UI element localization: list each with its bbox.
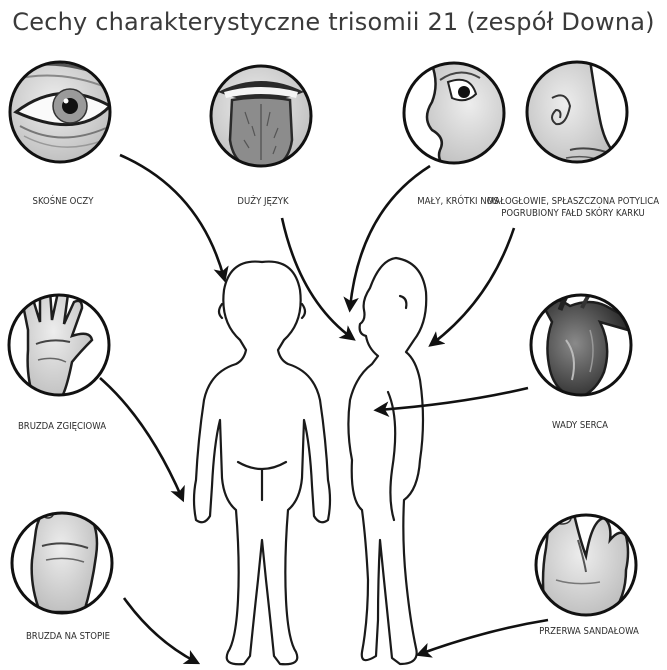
tongue-icon xyxy=(211,66,311,170)
label-sole: BRUZDA NA STOPIE xyxy=(8,631,128,643)
arrow-head xyxy=(432,228,514,344)
hand-icon xyxy=(9,286,109,400)
child-side-figure xyxy=(348,258,426,664)
arrow-eyes xyxy=(120,155,224,278)
label-eyes: SKOŚNE OCZY xyxy=(8,196,118,208)
label-heart: WADY SERCA xyxy=(530,420,630,432)
arrow-tongue xyxy=(282,218,352,338)
neck-fold-icon xyxy=(527,60,627,170)
foot-sole-icon xyxy=(12,501,112,613)
label-tongue: DUŻY JĘZYK xyxy=(208,196,318,208)
arrow-sole xyxy=(124,598,196,662)
label-palm: BRUZDA ZGIĘCIOWA xyxy=(4,421,120,433)
label-head-line2: POGRUBIONY FAŁD SKÓRY KARKU xyxy=(482,208,664,220)
label-head-line1: MAŁOGŁOWIE, SPŁASZCZONA POTYLICA xyxy=(482,196,664,208)
arrow-palm xyxy=(100,378,182,498)
nose-icon xyxy=(404,60,520,170)
label-sandal: PRZERWA SANDAŁOWA xyxy=(526,626,652,638)
child-front-figure xyxy=(194,262,330,665)
label-head: MAŁOGŁOWIE, SPŁASZCZONA POTYLICA POGRUBI… xyxy=(482,196,664,220)
arrows xyxy=(100,155,548,662)
arrow-heart xyxy=(378,388,528,410)
slanted-eye-icon xyxy=(10,62,110,162)
foot-toes-icon xyxy=(536,512,636,616)
arrow-nose xyxy=(350,166,430,308)
heart-icon xyxy=(531,282,631,398)
